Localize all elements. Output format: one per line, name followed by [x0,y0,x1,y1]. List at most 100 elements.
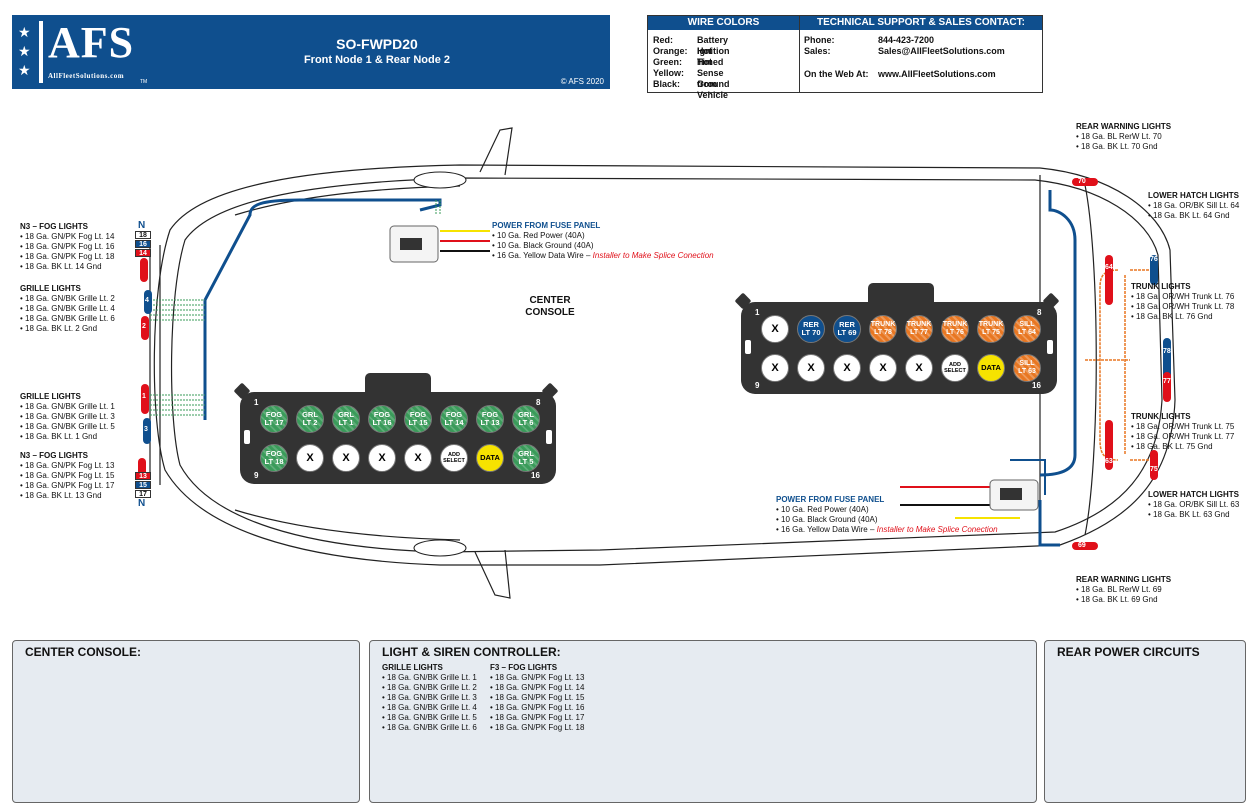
connector-pin: X [905,354,933,382]
label-item: • 18 Ga. BK Lt. 64 Gnd [1148,211,1239,221]
controller-list-item: • 18 Ga. GN/PK Fog Lt. 18 [490,723,585,732]
label-item: • 18 Ga. BK Lt. 76 Gnd [1131,312,1234,322]
fog-tag: 17 [135,490,151,498]
label-n3-fog-top: N3 – FOG LIGHTS• 18 Ga. GN/PK Fog Lt. 14… [20,222,114,272]
label-item: • 18 Ga. GN/PK Fog Lt. 16 [20,242,114,252]
controller-fog-list: F3 – FOG LIGHTS • 18 Ga. GN/PK Fog Lt. 1… [490,663,585,732]
marker-number: 3 [144,426,148,433]
page-title: SO-FWPD20 [336,36,418,52]
label-item-text: • 18 Ga. OR/WH Trunk Lt. 75 [1131,422,1235,431]
connector-pin: X [869,354,897,382]
wire-color-name: Yellow: [653,68,685,78]
label-item: • 18 Ga. BK Lt. 63 Gnd [1148,510,1239,520]
label-item-text: • 18 Ga. BK Lt. 1 Gnd [20,432,98,441]
controller-list-item: • 18 Ga. GN/BK Grille Lt. 4 [382,703,477,712]
grille-light-marker [144,290,152,314]
wire-color-name: Red: [653,35,673,45]
label-item-text: • 18 Ga. BK Lt. 2 Gnd [20,324,98,333]
label-item: • 18 Ga. BK Lt. 1 Gnd [20,432,115,442]
connector-pin: SILL LT 63 [1013,354,1041,382]
phone-label: Phone: [804,35,835,45]
label-item: • 10 Ga. Black Ground (40A) [776,515,998,525]
label-item-text: • 18 Ga. OR/WH Trunk Lt. 76 [1131,292,1235,301]
label-item: • 18 Ga. BK Lt. 75 Gnd [1131,442,1234,452]
controller-list-item: • 18 Ga. GN/BK Grille Lt. 5 [382,713,477,722]
label-item-text: • 18 Ga. GN/BK Grille Lt. 1 [20,402,115,411]
label-title: REAR WARNING LIGHTS [1076,122,1172,131]
label-item: • 18 Ga. GN/PK Fog Lt. 15 [20,471,114,481]
sales-label: Sales: [804,46,831,56]
controller-list-item: • 18 Ga. GN/BK Grille Lt. 6 [382,723,477,732]
marker-number: 1 [142,393,146,400]
label-item-text: • 10 Ga. Red Power (40A) [492,231,585,240]
connector-pin: ADD SELECT [941,354,969,382]
label-rear-warning-bottom: REAR WARNING LIGHTS• 18 Ga. BL RerW Lt. … [1076,575,1171,605]
rear-power-panel: REAR POWER CIRCUITS [1044,640,1246,803]
label-power-rear: POWER FROM FUSE PANEL• 10 Ga. Red Power … [776,495,998,535]
star-icons: ★★★ [18,24,31,78]
controller-list-item: • 18 Ga. GN/PK Fog Lt. 17 [490,713,585,722]
controller-list-item: • 18 Ga. GN/PK Fog Lt. 15 [490,693,585,702]
logo-trademark: TM [140,79,148,85]
label-item-text: • 18 Ga. GN/BK Grille Lt. 3 [20,412,115,421]
label-item-text: • 18 Ga. OR/WH Trunk Lt. 77 [1131,432,1235,441]
label-item-text: • 18 Ga. GN/PK Fog Lt. 17 [20,481,115,490]
wire-color-name: Orange: [653,46,688,56]
connector-pin: X [368,444,396,472]
label-item-text: • 18 Ga. GN/PK Fog Lt. 16 [20,242,115,251]
label-trunk-bottom: TRUNK LIGHTS• 18 Ga. OR/WH Trunk Lt. 75•… [1131,412,1234,452]
copyright: © AFS 2020 [560,77,604,86]
sill-marker [1105,420,1113,470]
label-item: • 18 Ga. GN/BK Grille Lt. 2 [20,294,115,304]
page-subtitle: Front Node 1 & Rear Node 2 [303,54,451,66]
label-grille-top: GRILLE LIGHTS• 18 Ga. GN/BK Grille Lt. 2… [20,284,115,334]
connector-pin: X [761,354,789,382]
label-grille-bottom: GRILLE LIGHTS• 18 Ga. GN/BK Grille Lt. 1… [20,392,115,442]
label-title: GRILLE LIGHTS [20,392,81,401]
label-item-text: • 18 Ga. GN/PK Fog Lt. 13 [20,461,115,470]
web-label: On the Web At: [804,69,869,79]
wire-color-meaning: Timed [697,57,724,67]
label-item-text: • 18 Ga. GN/PK Fog Lt. 14 [20,232,115,241]
connector-pin: ADD SELECT [440,444,468,472]
connector-pin: FOG LT 18 [260,444,288,472]
web-link[interactable]: www.AllFleetSolutions.com [878,69,996,79]
title-banner: ★★★ AFS AllFleetSolutions.com TM SO-FWPD… [12,15,610,89]
label-note: Installer to Make Splice Conection [876,525,998,534]
connector-pin: FOG LT 16 [368,405,396,433]
label-lower-hatch-top: LOWER HATCH LIGHTS• 18 Ga. OR/BK Sill Lt… [1148,191,1239,221]
label-item-text: • 18 Ga. GN/BK Grille Lt. 2 [20,294,115,303]
label-item: • 18 Ga. BK Lt. 14 Gnd [20,262,114,272]
label-item-text: • 10 Ga. Black Ground (40A) [776,515,878,524]
marker-number: 76 [1150,256,1158,263]
center-console-panel: CENTER CONSOLE: [12,640,360,803]
label-item: • 18 Ga. OR/BK Sill Lt. 64 [1148,201,1239,211]
marker-number: 70 [1078,178,1086,185]
controller-list-item: • 18 Ga. GN/PK Fog Lt. 14 [490,683,585,692]
center-console-label: CENTER CONSOLE [525,295,575,318]
label-title: TRUNK LIGHTS [1131,282,1191,291]
label-item: • 18 Ga. BK Lt. 70 Gnd [1076,142,1171,152]
connector-pin: X [833,354,861,382]
label-item-text: • 16 Ga. Yellow Data Wire – [492,251,593,260]
label-item-text: • 18 Ga. GN/BK Grille Lt. 5 [20,422,115,431]
connector-pin: X [797,354,825,382]
connector-pin: TRUNK LT 76 [941,315,969,343]
label-item-text: • 18 Ga. GN/PK Fog Lt. 15 [20,471,115,480]
marker-number: 77 [1163,378,1171,385]
controller-list-item: • 18 Ga. GN/BK Grille Lt. 3 [382,693,477,702]
label-item-text: • 18 Ga. OR/WH Trunk Lt. 78 [1131,302,1235,311]
label-item-text: • 18 Ga. BK Lt. 75 Gnd [1131,442,1213,451]
label-title: POWER FROM FUSE PANEL [492,221,601,230]
connector-pin: DATA [476,444,504,472]
label-item-text: • 18 Ga. BK Lt. 14 Gnd [20,262,102,271]
label-item: • 18 Ga. BL RerW Lt. 70 [1076,132,1171,142]
connector-pin: FOG LT 13 [476,405,504,433]
label-item-text: • 18 Ga. BL RerW Lt. 70 [1076,132,1162,141]
controller-grille-list: GRILLE LIGHTS • 18 Ga. GN/BK Grille Lt. … [382,663,477,732]
grille-light-marker [141,316,149,340]
connector-pin: TRUNK LT 77 [905,315,933,343]
fog-tag: 16 [135,240,151,248]
sales-email[interactable]: Sales@AllFleetSolutions.com [878,46,1005,56]
